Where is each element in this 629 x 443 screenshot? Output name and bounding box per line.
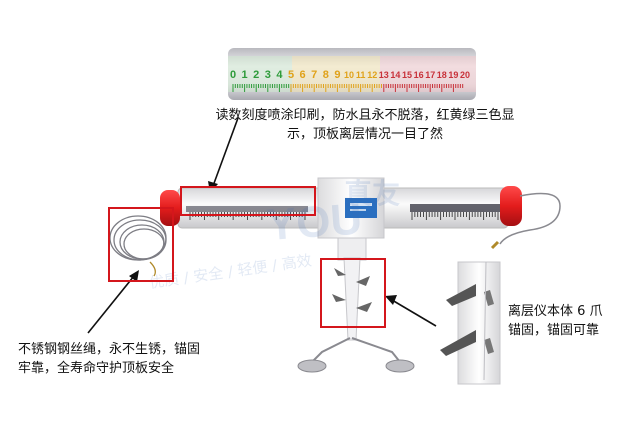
ruler-number: 1	[242, 69, 248, 81]
anchor-stem	[297, 257, 415, 373]
caption-top-line2: 示，顶板离层情况一目了然	[286, 127, 443, 142]
ruler-number: 19	[448, 70, 458, 80]
svg-text:真友: 真友	[344, 177, 400, 210]
highlight-claws	[320, 258, 386, 328]
ruler-number: 11	[356, 70, 366, 80]
caption-left: 不锈钢钢丝绳，永不生锈，锚固 牢靠，全寿命守护顶板安全	[18, 340, 238, 378]
ruler-number: 4	[276, 69, 283, 81]
caption-right-line2: 锚固，锚固可靠	[508, 323, 600, 338]
caption-right: 离层仪本体 6 爪 锚固，锚固可靠	[508, 302, 626, 340]
caption-top-line1: 读数刻度喷涂印刷，防水且永不脱落，红黄绿三色显	[215, 108, 515, 123]
caption-right-line1: 离层仪本体 6 爪	[508, 304, 603, 319]
arrow-left	[87, 270, 139, 334]
ruler-number: 8	[323, 69, 329, 81]
claw-closeup	[440, 261, 501, 385]
highlight-wire	[108, 207, 174, 282]
arrow-right	[385, 295, 437, 327]
ruler-number: 6	[300, 69, 306, 81]
caption-left-line1: 不锈钢钢丝绳，永不生锈，锚固	[18, 342, 201, 357]
ruler-number: 5	[288, 69, 294, 81]
highlight-ruler	[180, 186, 316, 216]
ruler-number: 12	[367, 70, 377, 80]
ruler-number: 14	[390, 70, 400, 80]
ruler-number: 20	[460, 70, 470, 80]
ruler-number: 10	[344, 70, 354, 80]
ruler-number: 13	[379, 70, 389, 80]
ruler-number: 17	[425, 70, 435, 80]
ruler-number: 18	[437, 70, 447, 80]
ruler-number: 16	[414, 70, 424, 80]
caption-top: 读数刻度喷涂印刷，防水且永不脱落，红黄绿三色显 示，顶板离层情况一目了然	[205, 106, 525, 144]
wire-right	[490, 192, 561, 250]
ruler-number: 3	[265, 69, 271, 81]
ruler-number: 9	[334, 69, 340, 81]
wire-coil	[109, 215, 167, 277]
ruler-number: 15	[402, 70, 412, 80]
caption-left-line2: 牢靠，全寿命守护顶板安全	[18, 361, 175, 376]
ruler-number: 0	[230, 69, 236, 81]
ruler-number: 2	[253, 69, 259, 81]
ruler-number: 7	[311, 69, 317, 81]
